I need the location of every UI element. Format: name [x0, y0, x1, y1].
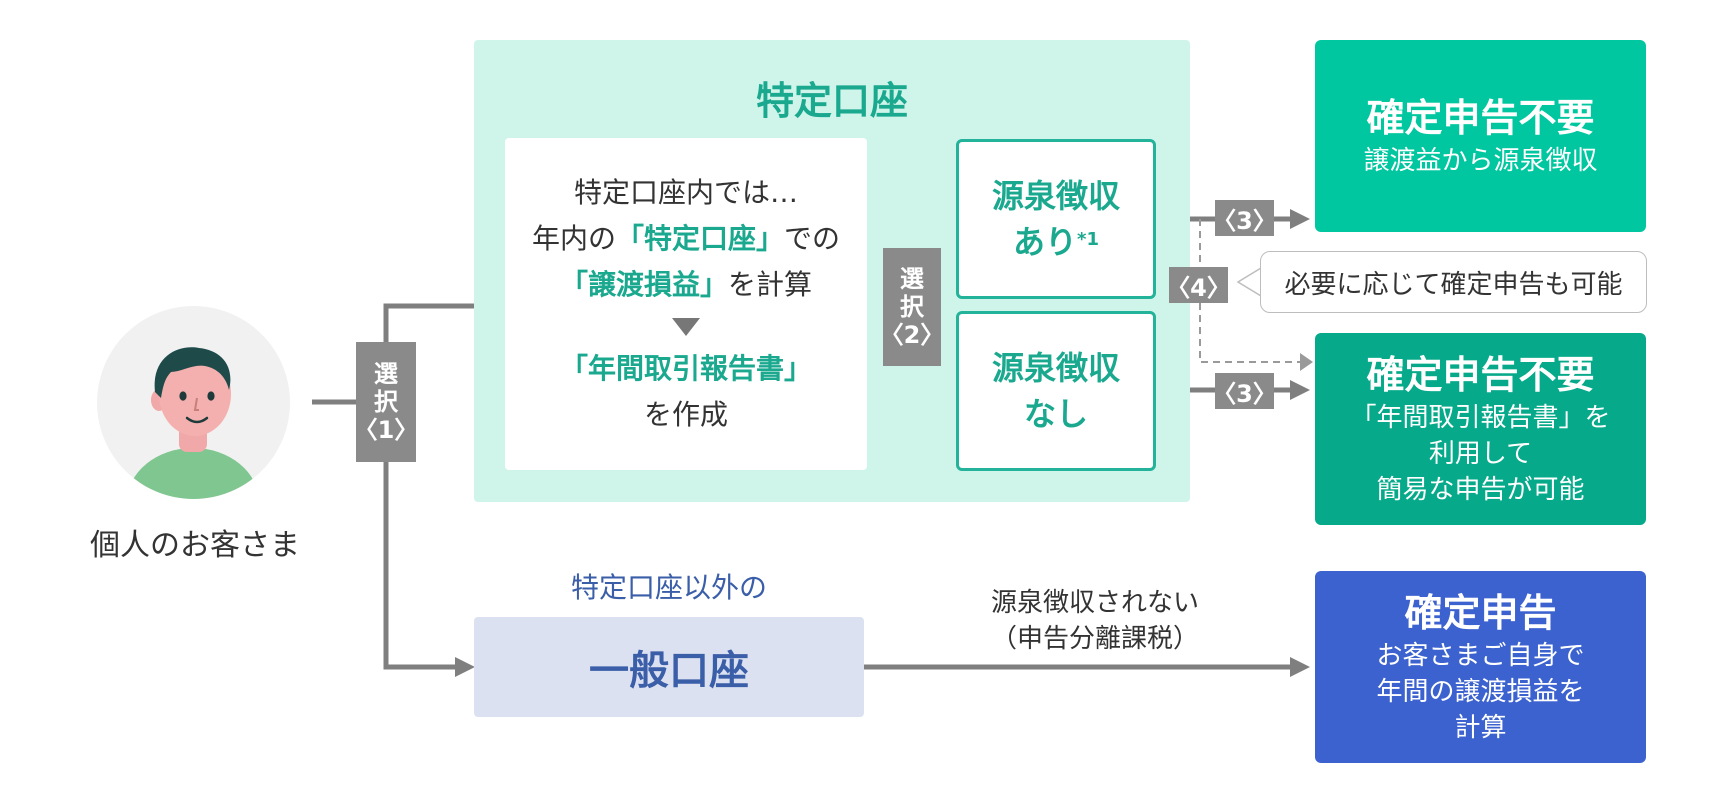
- customer-avatar: [97, 306, 290, 499]
- number-tag-3-lower: 〈3〉: [1212, 373, 1277, 409]
- select-tag-1-line3: 〈1〉: [353, 416, 419, 444]
- general-arrow-label-line1: 源泉徴収されない: [990, 588, 1199, 618]
- tokutei-title: 特定口座: [755, 79, 908, 123]
- withholding-yes-line2: あり: [1013, 223, 1078, 261]
- select-tag-1-line2: 択: [374, 388, 398, 416]
- callout-pointer: [1236, 267, 1262, 297]
- inner-line3-post: を計算: [728, 268, 813, 301]
- result-no-filing-withheld: 確定申告不要 譲渡益から源泉徴収: [1315, 40, 1646, 232]
- withholding-no-box: 源泉徴収 なし: [956, 311, 1156, 471]
- result-tax-filing: 確定申告 お客さまご自身で 年間の譲渡損益を 計算: [1315, 571, 1646, 763]
- select-tag-2-line2: 択: [900, 293, 924, 321]
- inner-line1: 特定口座内では…: [573, 176, 798, 209]
- result-b-title: 確定申告不要: [1366, 353, 1595, 397]
- arrow-to-tokutei: [383, 296, 505, 342]
- down-triangle-icon: [672, 318, 700, 336]
- person-icon: [127, 347, 259, 499]
- callout-text: 必要に応じて確定申告も可能: [1284, 269, 1623, 300]
- dashed-arrowhead: [1300, 353, 1313, 371]
- select-tag-1: 選 択 〈1〉: [353, 342, 419, 462]
- result-a-title: 確定申告不要: [1366, 96, 1595, 140]
- withholding-yes-line1: 源泉徴収: [991, 177, 1120, 215]
- result-c-title: 確定申告: [1404, 591, 1557, 635]
- number-tag-4: 〈4〉: [1166, 267, 1231, 303]
- inner-line3-highlight: 「譲渡損益」: [559, 268, 728, 301]
- withholding-yes-line2-wrap: あり*1: [1013, 219, 1099, 265]
- tokutei-inner-box: 特定口座内では… 年内の「特定口座」での 「譲渡損益」を計算 「年間取引報告書」…: [505, 138, 867, 470]
- number-tag-3-upper: 〈3〉: [1212, 200, 1277, 236]
- footnote-marker: *1: [1077, 229, 1099, 250]
- result-c-desc-2: 年間の譲渡損益を: [1376, 677, 1585, 707]
- general-arrow-label-line2: （申告分離課税）: [990, 624, 1199, 654]
- select-tag-2-line3: 〈2〉: [879, 321, 945, 349]
- general-arrow-label: 源泉徴収されない （申告分離課税）: [920, 585, 1270, 657]
- dashed-connector-option: [1199, 219, 1300, 363]
- general-account-box: 一般口座: [474, 617, 864, 717]
- result-c-desc-1: お客さまご自身で: [1376, 641, 1585, 671]
- inner-line2: 年内の「特定口座」での: [532, 216, 840, 262]
- withholding-no-line2: なし: [1023, 395, 1088, 433]
- inner-line4: 「年間取引報告書」: [559, 352, 812, 385]
- result-b-desc-1: 「年間取引報告書」を: [1350, 403, 1611, 433]
- result-no-filing-report: 確定申告不要 「年間取引報告書」を 利用して 簡易な申告が可能: [1315, 333, 1646, 525]
- result-a-desc-1: 譲渡益から源泉徴収: [1363, 146, 1598, 176]
- arrow-to-general: [383, 462, 475, 677]
- withholding-no-line1: 源泉徴収: [991, 349, 1120, 387]
- general-account-title: 一般口座: [589, 648, 749, 694]
- customer-label: 個人のお客さま: [90, 528, 300, 563]
- select-tag-1-line1: 選: [374, 360, 398, 388]
- inner-line3: 「譲渡損益」を計算: [560, 262, 812, 308]
- inner-line5: を作成: [643, 398, 728, 431]
- select-tag-2: 選 択 〈2〉: [880, 248, 944, 366]
- withholding-yes-box: 源泉徴収 あり*1: [956, 139, 1156, 299]
- inner-line2-post: での: [784, 222, 841, 255]
- inner-line2-highlight: 「特定口座」: [615, 222, 784, 255]
- select-tag-2-line1: 選: [900, 265, 924, 293]
- inner-line2-pre: 年内の: [531, 222, 616, 255]
- result-c-desc-3: 計算: [1454, 713, 1507, 743]
- callout-bubble: 必要に応じて確定申告も可能: [1260, 251, 1647, 313]
- general-account-prelabel: 特定口座以外の: [570, 571, 767, 604]
- result-b-desc-3: 簡易な申告が可能: [1376, 475, 1585, 505]
- result-b-desc-2: 利用して: [1428, 439, 1533, 469]
